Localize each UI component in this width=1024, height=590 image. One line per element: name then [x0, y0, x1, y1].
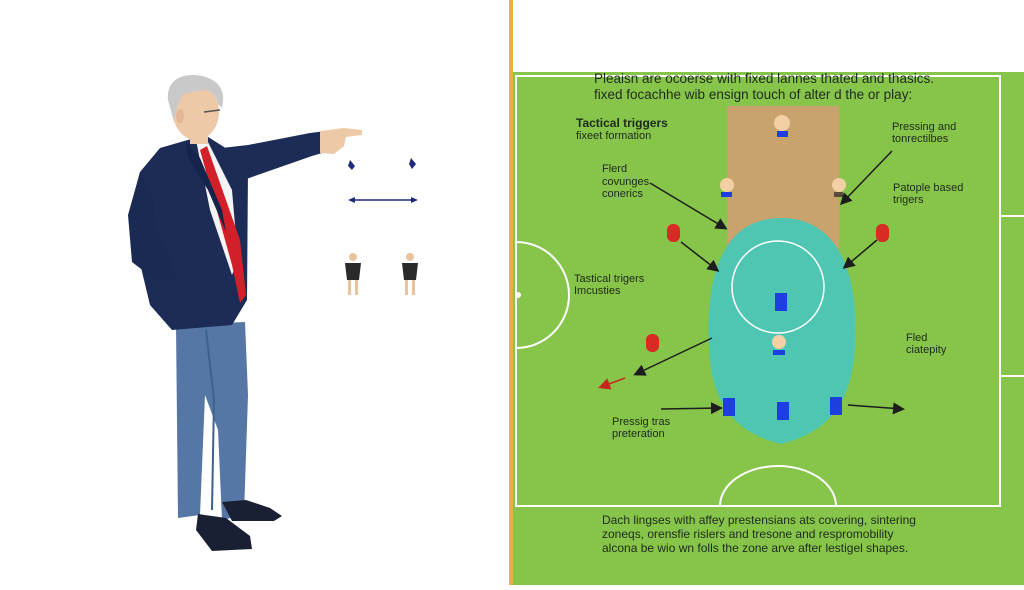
diagram-small-players — [345, 158, 418, 295]
blue-players — [723, 293, 842, 420]
label-preterotion: preteration — [612, 428, 665, 440]
label-tactical-trigers: Tastical trigers — [574, 273, 645, 285]
footer-line-1: Dach lingses with affey prestensians ats… — [602, 513, 916, 527]
label-fled: Fled — [906, 332, 928, 344]
panel-divider — [509, 0, 513, 585]
intro-line-1: Pleaisn are ocoerse with fixed lannes th… — [594, 71, 934, 86]
label-tonrectibes: tonrectilbes — [892, 133, 949, 145]
red-players — [646, 224, 889, 352]
label-trigers: trigers — [893, 194, 924, 206]
label-imcusties: Imcusties — [574, 285, 621, 297]
label-fixed-formation: fixeet formation — [576, 130, 652, 142]
label-patople: Patople based — [893, 182, 964, 194]
arrows — [598, 150, 905, 415]
footer-line-2: zoneqs, orensfie rislers and tresone and… — [602, 527, 894, 541]
footer-line-3: alcona be wio wn folls the zone arve aft… — [602, 541, 909, 555]
tan-players — [720, 115, 846, 355]
label-conerics: conerics — [602, 188, 643, 200]
label-tactical-triggers: Tactical triggers — [576, 116, 668, 130]
label-fierd: Flerd — [602, 163, 628, 175]
coach-figure — [128, 75, 362, 551]
press-zone — [708, 218, 856, 444]
label-covunges: covunges — [602, 176, 650, 188]
label-pressig: Pressig tras — [612, 416, 671, 428]
label-pressing: Pressing and — [892, 121, 957, 133]
label-ciatepity: ciatepity — [906, 344, 947, 356]
intro-line-2: fixed focachhe wib ensign touch of alter… — [594, 87, 913, 102]
